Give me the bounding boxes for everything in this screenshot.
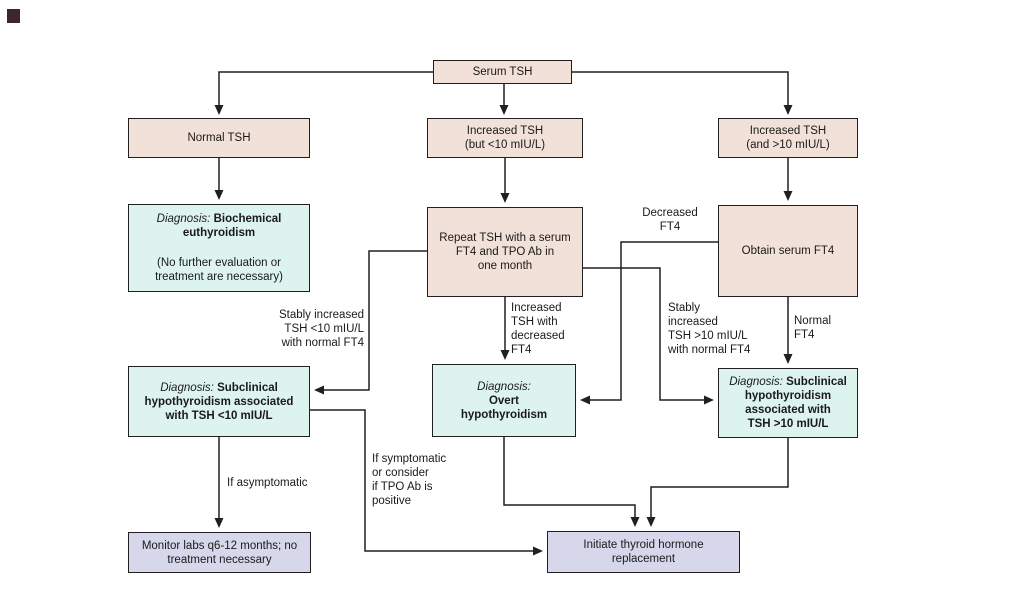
node-dx-subclinical-lt10: Diagnosis: Subclinical hypothyroidism as… xyxy=(128,366,310,437)
diagnosis-label: Diagnosis: xyxy=(160,381,214,394)
diagnosis-value: Overt hypothyroidism xyxy=(460,394,548,421)
node-serum-tsh-label: Serum TSH xyxy=(472,66,533,78)
edge-label-stably-increased-lt10: Stably increased TSH <10 mIU/L with norm… xyxy=(278,309,364,349)
node-dx-euthyroidism: Diagnosis: Biochemical euthyroidism (No … xyxy=(128,204,310,292)
edge-label-if-symptomatic: If symptomatic or consider if TPO Ab is … xyxy=(372,453,447,507)
node-repeat-tsh: Repeat TSH with a serum FT4 and TPO Ab i… xyxy=(427,207,583,297)
node-dx-overt: Diagnosis:Overt hypothyroidism xyxy=(432,364,576,437)
edge-serum-to-normal xyxy=(214,71,433,115)
edge-label-if-asymptomatic: If asymptomatic xyxy=(227,477,308,489)
edge-subclinical-gt10-to-initiate xyxy=(646,438,789,527)
diagnosis-label: Diagnosis: xyxy=(156,213,211,225)
diagnosis-value: Subclinical hypothyroidism associated wi… xyxy=(744,376,847,430)
dx-subclinical-lt10-heading: Diagnosis: Subclinical hypothyroidism as… xyxy=(145,381,294,423)
node-obtain-serum-ft4: Obtain serum FT4 xyxy=(718,205,858,297)
node-normal-tsh-label: Normal TSH xyxy=(187,132,251,144)
node-repeat-tsh-label: Repeat TSH with a serum FT4 and TPO Ab i… xyxy=(439,232,571,272)
dx-euthyroidism-note: (No further evaluation or treatment are … xyxy=(155,257,283,283)
edge-label-decreased-ft4: Decreased FT4 xyxy=(642,207,698,233)
node-monitor-labs: Monitor labs q6-12 months; no treatment … xyxy=(128,532,311,573)
node-increased-tsh-lt10: Increased TSH (but <10 mIU/L) xyxy=(427,118,583,158)
diagnosis-value: Subclinical hypothyroidism associated wi… xyxy=(144,381,294,422)
node-increased-tsh-gt10-label: Increased TSH (and >10 mIU/L) xyxy=(746,125,830,151)
edge-label-increased-tsh-decreased-ft4: Increased TSH with decreased FT4 xyxy=(511,302,565,356)
diagnosis-label: Diagnosis: xyxy=(477,380,531,393)
edge-overt-to-initiate xyxy=(503,437,640,527)
node-increased-tsh-gt10: Increased TSH (and >10 mIU/L) xyxy=(718,118,858,158)
node-normal-tsh: Normal TSH xyxy=(128,118,310,158)
dx-subclinical-gt10-heading: Diagnosis: Subclinical hypothyroidism as… xyxy=(729,375,847,431)
node-obtain-serum-ft4-label: Obtain serum FT4 xyxy=(741,245,835,257)
node-initiate-replacement-label: Initiate thyroid hormone replacement xyxy=(583,539,704,565)
node-serum-tsh: Serum TSH xyxy=(433,60,572,84)
node-initiate-replacement: Initiate thyroid hormone replacement xyxy=(547,531,740,573)
dx-euthyroidism-heading: Diagnosis: Biochemical euthyroidism xyxy=(157,212,282,240)
edge-label-normal-ft4: Normal FT4 xyxy=(794,315,832,341)
node-dx-subclinical-gt10: Diagnosis: Subclinical hypothyroidism as… xyxy=(718,368,858,438)
corner-mark xyxy=(7,9,20,23)
node-increased-tsh-lt10-label: Increased TSH (but <10 mIU/L) xyxy=(464,125,546,151)
edge-label-stably-increased-gt10: Stably increased TSH >10 mIU/L with norm… xyxy=(668,302,751,356)
node-monitor-labs-label: Monitor labs q6-12 months; no treatment … xyxy=(141,539,298,566)
diagnosis-label: Diagnosis: xyxy=(729,376,783,388)
dx-overt-heading: Diagnosis:Overt hypothyroidism xyxy=(461,380,547,422)
edge-serum-to-increased-gt10 xyxy=(572,71,793,115)
diagnosis-value: Biochemical euthyroidism xyxy=(182,213,282,239)
